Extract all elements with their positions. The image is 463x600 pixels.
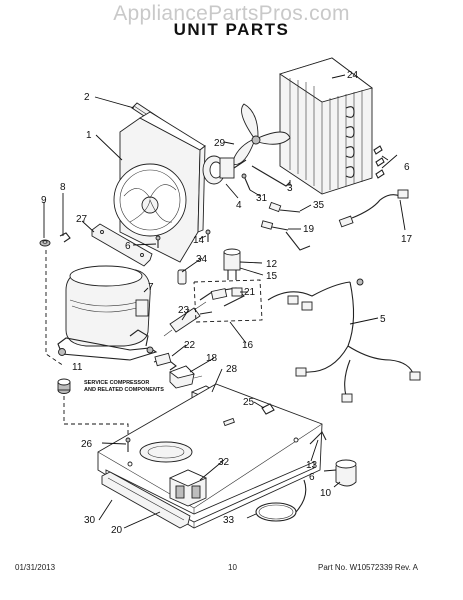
part-25-clip	[261, 403, 275, 415]
callout-15: 15	[266, 271, 278, 282]
part-8-clip	[59, 232, 71, 243]
callout-6-left: 6	[125, 241, 131, 252]
callout-labels: 2 1 24 29 3 4 31 6 35 19 17 8 9 27 6 14 …	[41, 70, 413, 536]
footer-date: 01/31/2013	[15, 563, 56, 572]
part-17-wire-harness	[338, 189, 409, 228]
part-9-grommet	[39, 239, 51, 247]
callout-9: 9	[41, 195, 47, 206]
callout-23: 23	[178, 305, 190, 316]
callout-6-lower: 6	[309, 472, 315, 483]
part-19-connector	[260, 220, 289, 231]
part-20-base-pan	[97, 383, 323, 529]
callout-34: 34	[196, 254, 208, 265]
service-note-line-2: AND RELATED COMPONENTS	[84, 387, 164, 393]
callout-5: 5	[380, 314, 386, 325]
part-3-motor-bracket	[251, 165, 291, 187]
part-11-foot	[57, 378, 71, 394]
callout-22: 22	[184, 340, 196, 351]
callout-7: 7	[148, 282, 154, 293]
callout-27: 27	[76, 214, 88, 225]
callout-3: 3	[287, 183, 293, 194]
part-18-relay	[169, 365, 203, 389]
part-4-fan-motor	[202, 155, 247, 185]
callout-16: 16	[242, 340, 254, 351]
page-title: UNIT PARTS	[173, 20, 290, 39]
callout-32: 32	[218, 457, 230, 468]
callout-28: 28	[226, 364, 238, 375]
callout-31: 31	[256, 193, 268, 204]
callout-6-upper: 6	[404, 162, 410, 173]
footer-part-number: Part No. W10572339 Rev. A	[318, 563, 418, 572]
callout-17: 17	[401, 234, 413, 245]
watermark: AppliancePartsPros.com	[113, 2, 350, 25]
part-27-bracket-plate	[91, 223, 153, 267]
part-26-screw	[125, 437, 131, 452]
service-note: SERVICE COMPRESSOR AND RELATED COMPONENT…	[84, 380, 164, 393]
leader-lines	[43, 74, 406, 529]
callout-30: 30	[84, 515, 96, 526]
callout-33: 33	[223, 515, 235, 526]
dashed-guide-11	[63, 396, 129, 436]
part-13-bracket	[309, 431, 327, 445]
part-5-wiring-harness	[267, 278, 421, 403]
part-22-valve	[153, 352, 177, 371]
callout-12: 12	[266, 259, 278, 270]
callout-24: 24	[347, 70, 359, 81]
callout-19: 19	[303, 224, 315, 235]
part-15-solenoid	[223, 248, 241, 280]
part-10-capacitor	[335, 459, 357, 487]
part-31-screw	[241, 173, 251, 191]
part-32-pump-assembly	[168, 469, 208, 507]
callout-35: 35	[313, 200, 325, 211]
part-6-terminals-upper	[373, 145, 385, 179]
part-1-fan-shroud	[113, 111, 206, 263]
callout-2: 2	[84, 92, 90, 103]
part-30-rail	[101, 471, 191, 529]
part-24-condenser	[278, 57, 373, 195]
callout-1: 1	[86, 130, 92, 141]
part-35-connector	[268, 201, 301, 213]
part-29-fan-blade	[231, 103, 291, 165]
service-note-line-1: SERVICE COMPRESSOR	[84, 380, 149, 386]
callout-29: 29	[214, 138, 226, 149]
part-33-drain-tube	[255, 479, 307, 522]
callout-8: 8	[60, 182, 66, 193]
callout-10: 10	[320, 488, 332, 499]
footer-page-number: 10	[228, 563, 237, 572]
part-6-screw-left	[155, 235, 161, 248]
callout-11: 11	[72, 362, 83, 373]
callout-18: 18	[206, 353, 218, 364]
part-7-compressor	[57, 265, 158, 361]
callout-26: 26	[81, 439, 93, 450]
part-14-screw	[205, 229, 211, 242]
callout-14: 14	[193, 235, 205, 246]
callout-25: 25	[243, 397, 255, 408]
part-12-tube	[285, 231, 311, 251]
part-34-connector	[177, 269, 187, 285]
callout-13: 13	[306, 460, 318, 471]
part-16-switch-assembly	[193, 279, 263, 323]
callout-4: 4	[236, 200, 242, 211]
callout-20: 20	[111, 525, 123, 536]
callout-21: 21	[244, 287, 256, 298]
